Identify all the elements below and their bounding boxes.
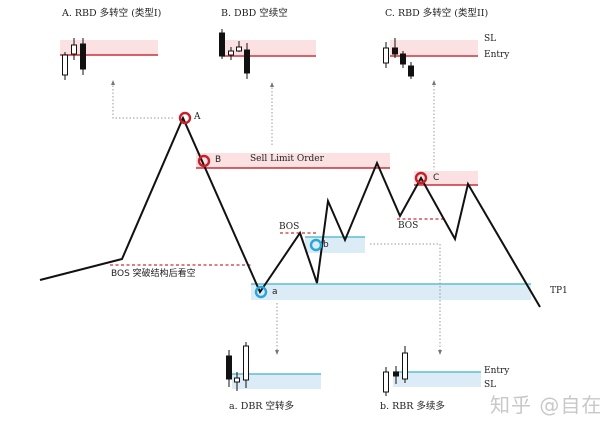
sell-limit-zone (196, 153, 390, 168)
guide-b-to-panel (370, 243, 441, 352)
panel-adbr-candle-bullish (243, 345, 249, 381)
bos-right-label: BOS (398, 221, 419, 231)
panel-brbr-candle-small (393, 371, 399, 377)
panel-a-title: A. RBD 多转空 (类型I) (62, 8, 162, 19)
panel-c-rbd-type2 (383, 38, 478, 170)
bos-mid-label: BOS (279, 222, 300, 232)
panel-b-candle-small-1 (228, 50, 234, 56)
panel-c-sl-label: SL (484, 34, 497, 44)
panel-b-candle-bearish-1 (219, 32, 225, 57)
label-b: B (215, 155, 222, 165)
panel-c-entry-label: Entry (484, 50, 510, 60)
marker-c-red (414, 171, 428, 185)
panel-c-candle-bullish (383, 47, 389, 64)
panel-a-guide-line (112, 82, 175, 119)
marker-b-blue (309, 238, 323, 252)
c-supply-zone (414, 171, 478, 185)
sell-limit-order-label: Sell Limit Order (250, 154, 324, 164)
price-action-line (39, 115, 541, 308)
label-a: A (194, 112, 201, 122)
demand-zone-a (251, 284, 531, 300)
tp1-label: TP1 (550, 286, 568, 296)
panel-a-demand-zone (232, 374, 321, 389)
marker-a-red (178, 111, 192, 125)
panel-b-dbd (219, 29, 316, 147)
bos-main-label: BOS 突破结构后看空 (111, 269, 196, 279)
panel-b-candle-bearish-2 (244, 49, 250, 74)
panel-a-dbr (226, 342, 321, 391)
panel-c-candle-bearish-3 (408, 65, 414, 77)
label-b-small: b (323, 240, 329, 250)
marker-b-red (197, 154, 211, 168)
panel-c-candle-bearish-2 (400, 53, 406, 65)
label-a-small: a (272, 287, 278, 297)
panel-brbr-candle-bullish-2 (402, 352, 408, 380)
panel-brbr-entry-label: Entry (484, 366, 510, 376)
panel-adbr-candle-small (234, 377, 240, 383)
panel-c-candle-bearish-1 (392, 47, 398, 55)
watermark: 知乎 @自在 (490, 393, 600, 417)
marker-a-blue (254, 285, 268, 299)
panel-a-candle-bearish (80, 43, 86, 70)
panel-a-rbd-type1 (60, 38, 175, 119)
panel-a-candle-small (71, 44, 77, 55)
panel-b-candle-small-2 (236, 46, 242, 52)
label-c: C (433, 173, 440, 183)
panel-brbr-sl-label: SL (484, 380, 497, 390)
panel-brbr-candle-bullish-1 (383, 371, 389, 393)
panel-brbr-title: b. RBR 多续多 (380, 401, 445, 412)
panel-adbr-candle-bearish (226, 355, 232, 380)
panel-b-title: B. DBD 空续空 (221, 8, 288, 19)
panel-c-title: C. RBD 多转空 (类型II) (385, 8, 489, 19)
panel-c-supply-zone (390, 40, 478, 55)
panel-adbr-title: a. DBR 空转多 (229, 401, 294, 412)
panel-a-candle-bullish (62, 54, 68, 76)
panel-b-rbr (383, 346, 481, 396)
panel-b-demand-zone (393, 372, 481, 387)
